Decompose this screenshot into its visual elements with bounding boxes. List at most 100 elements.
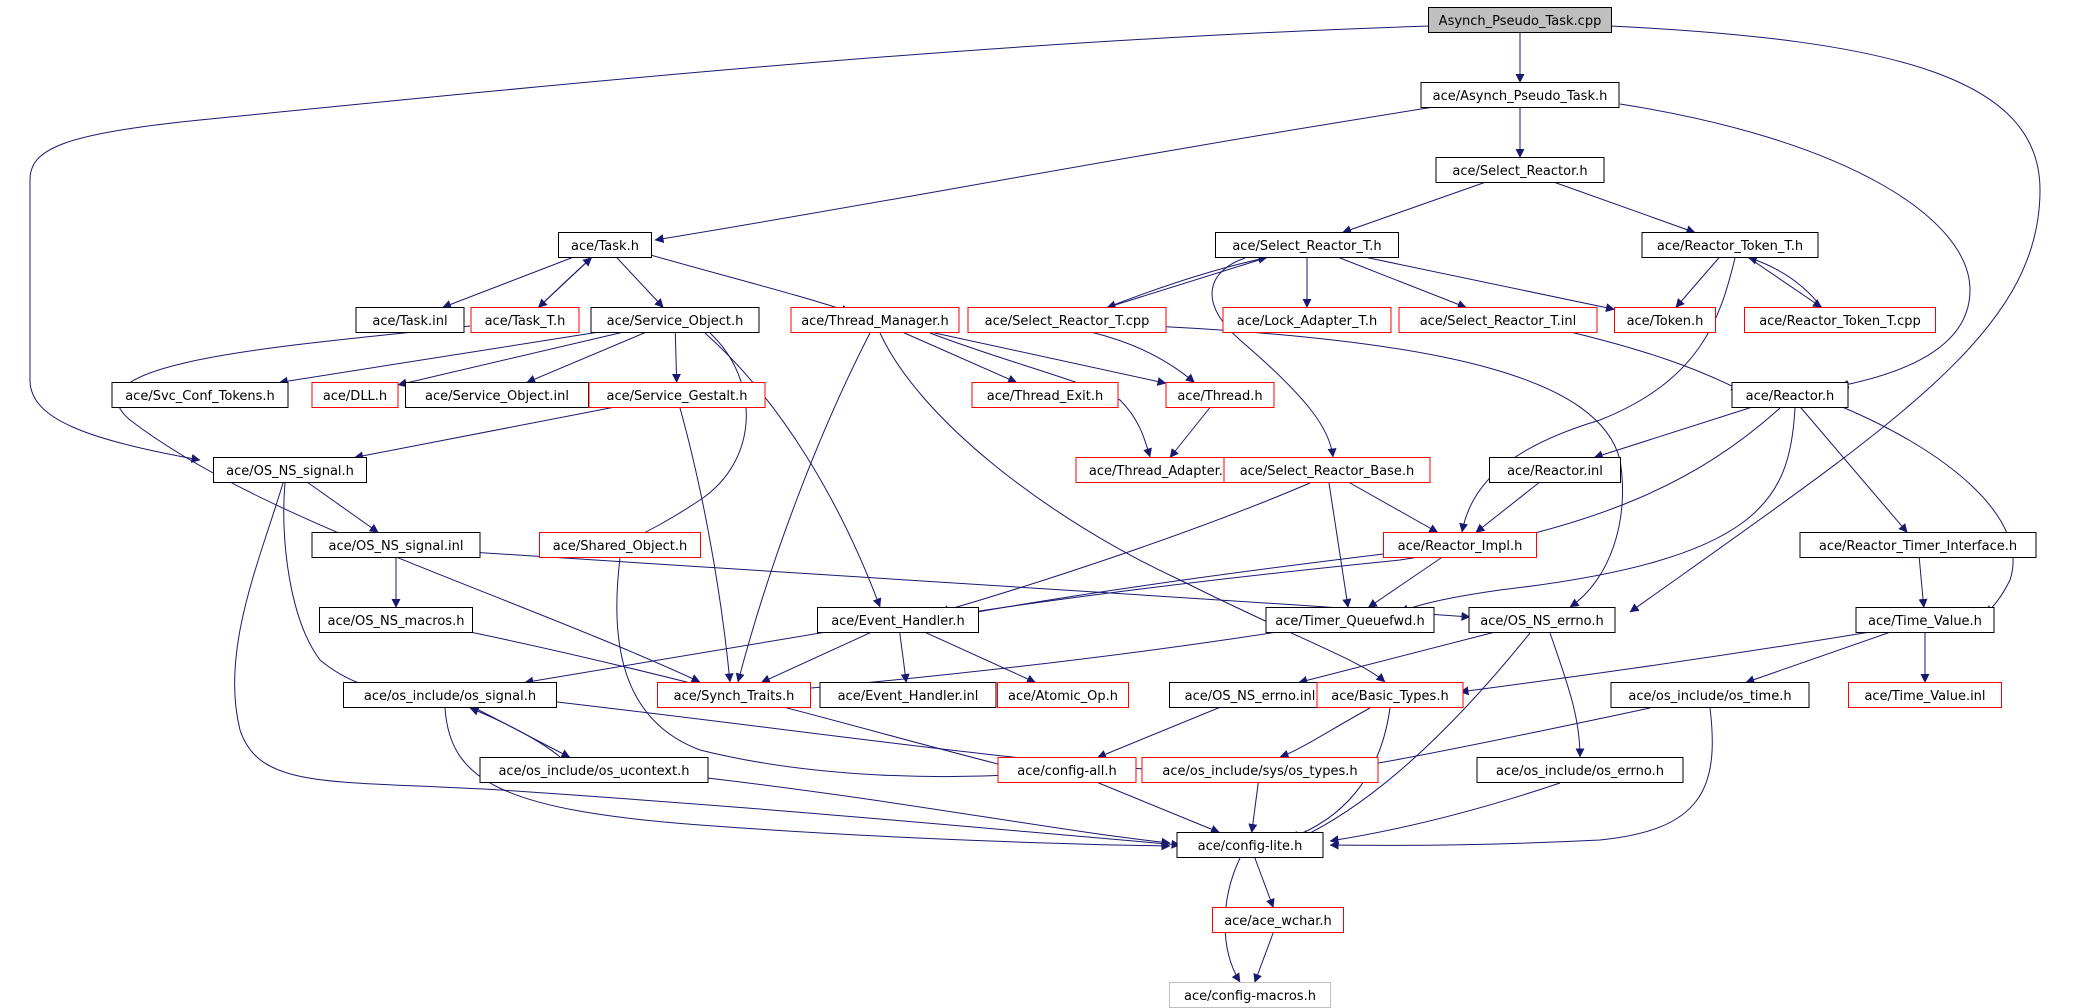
- node-service-gestalt-h[interactable]: ace/Service_Gestalt.h: [588, 382, 766, 408]
- node-root[interactable]: Asynch_Pseudo_Task.cpp: [1428, 7, 1612, 33]
- node-box: [967, 307, 1167, 333]
- node-token-h[interactable]: ace/Token.h: [1614, 307, 1716, 333]
- edge-select_reactor_t_cpp-to-select_reactor_t_h: [1106, 254, 1268, 308]
- node-select-reactor-t-h[interactable]: ace/Select_Reactor_T.h: [1215, 232, 1399, 258]
- edge-reactor_impl_h-to-event_handler_h: [959, 551, 1401, 618]
- edge-aptask_h-to-task_h: [654, 105, 1441, 244]
- node-os-signal-h[interactable]: ace/os_include/os_signal.h: [343, 682, 557, 708]
- node-thread-adapter-h[interactable]: ace/Thread_Adapter.h: [1075, 457, 1245, 483]
- node-config-lite-h[interactable]: ace/config-lite.h: [1176, 832, 1324, 858]
- node-task-inl[interactable]: ace/Task.inl: [355, 307, 465, 333]
- edge-service_object_h-to-service_gestalt_h: [671, 332, 681, 383]
- edge-thread_manager_h-to-thread_exit_h: [903, 332, 1018, 384]
- edge-os_ucontext_h-to-os_signal_h: [469, 706, 561, 758]
- edge-reactor_h-to-reactor_inl: [1593, 407, 1751, 460]
- node-label: ace/OS_NS_signal.inl: [328, 539, 463, 554]
- node-os-errno-h[interactable]: ace/os_include/os_errno.h: [1476, 757, 1684, 783]
- edge-select_reactor_t_inl-to-reactor_h: [1544, 325, 1741, 391]
- node-select-reactor-t-cpp[interactable]: ace/Select_Reactor_T.cpp: [967, 307, 1167, 333]
- edge-task_t_h-to-synch_traits_h: [117, 325, 701, 683]
- node-svc-conf-tokens-h[interactable]: ace/Svc_Conf_Tokens.h: [111, 382, 289, 408]
- node-task-h[interactable]: ace/Task.h: [558, 232, 652, 258]
- node-label: ace/Reactor.inl: [1507, 464, 1603, 479]
- edge-config_all_h-to-config_lite_h: [1097, 782, 1220, 834]
- node-thread-exit-h[interactable]: ace/Thread_Exit.h: [971, 382, 1119, 408]
- node-config-all-h[interactable]: ace/config-all.h: [997, 757, 1137, 783]
- node-box: [343, 682, 557, 708]
- node-os-ns-macros-h[interactable]: ace/OS_NS_macros.h: [319, 607, 473, 633]
- node-reactor-h[interactable]: ace/Reactor.h: [1731, 382, 1849, 408]
- node-ace-wchar-h[interactable]: ace/ace_wchar.h: [1212, 907, 1344, 933]
- node-select-reactor-base-h[interactable]: ace/Select_Reactor_Base.h: [1223, 457, 1431, 483]
- edge-service_object_h-to-event_handler_h: [704, 332, 882, 608]
- node-dll-h[interactable]: ace/DLL.h: [311, 382, 399, 408]
- node-os-ns-signal-inl[interactable]: ace/OS_NS_signal.inl: [311, 532, 481, 558]
- node-label: ace/Reactor.h: [1746, 389, 1835, 404]
- edge-task_h-to-task_inl: [442, 257, 573, 309]
- node-time-value-inl[interactable]: ace/Time_Value.inl: [1848, 682, 2002, 708]
- node-event-handler-inl[interactable]: ace/Event_Handler.inl: [819, 682, 997, 708]
- node-label: ace/Reactor_Impl.h: [1398, 539, 1523, 554]
- node-reactor-token-t-h[interactable]: ace/Reactor_Token_T.h: [1641, 232, 1819, 258]
- node-label: ace/Thread_Manager.h: [801, 314, 949, 329]
- node-label: ace/Select_Reactor_T.inl: [1420, 314, 1577, 329]
- node-shared-object-h[interactable]: ace/Shared_Object.h: [539, 532, 701, 558]
- edge-task_h-to-service_object_h: [616, 257, 664, 308]
- edge-event_handler_h-to-synch_traits_h: [760, 632, 871, 684]
- node-box: [1176, 832, 1324, 858]
- node-select-reactor-h[interactable]: ace/Select_Reactor.h: [1435, 157, 1605, 183]
- node-box: [1169, 982, 1331, 1008]
- edge-root-to-os_ns_signal_h: [29, 25, 1431, 463]
- edge-select_reactor_t_h-to-select_reactor_base_h: [1211, 257, 1337, 458]
- node-os-ns-signal-h[interactable]: ace/OS_NS_signal.h: [213, 457, 367, 483]
- edge-service_gestalt_h-to-os_ns_signal_h: [354, 407, 613, 461]
- node-aptask-h[interactable]: ace/Asynch_Pseudo_Task.h: [1420, 82, 1620, 108]
- node-label: ace/Basic_Types.h: [1331, 689, 1448, 704]
- edge-aptask_h-to-reactor_h: [1619, 103, 1971, 389]
- node-os-ns-errno-h[interactable]: ace/OS_NS_errno.h: [1468, 607, 1616, 633]
- node-time-value-h[interactable]: ace/Time_Value.h: [1855, 607, 1995, 633]
- node-select-reactor-t-inl[interactable]: ace/Select_Reactor_T.inl: [1398, 307, 1598, 333]
- node-label: ace/Service_Object.inl: [425, 389, 569, 404]
- node-os-ns-errno-inl[interactable]: ace/OS_NS_errno.inl: [1169, 682, 1331, 708]
- edge-os_signal_h-to-config_lite_h: [444, 707, 1171, 851]
- node-label: ace/Thread.h: [1177, 389, 1262, 404]
- edge-task_h-to-thread_manager_h: [639, 251, 851, 314]
- node-task-t-h[interactable]: ace/Task_T.h: [470, 307, 580, 333]
- node-box: [111, 382, 289, 408]
- node-thread-manager-h[interactable]: ace/Thread_Manager.h: [790, 307, 960, 333]
- node-sys-os-types-h[interactable]: ace/os_include/sys/os_types.h: [1141, 757, 1379, 783]
- node-os-ucontext-h[interactable]: ace/os_include/os_ucontext.h: [479, 757, 709, 783]
- node-thread-h[interactable]: ace/Thread.h: [1165, 382, 1275, 408]
- node-atomic-op-h[interactable]: ace/Atomic_Op.h: [997, 682, 1129, 708]
- node-box: [1223, 457, 1431, 483]
- edge-time_value_h-to-basic_types_h: [1459, 631, 1871, 696]
- node-os-time-h[interactable]: ace/os_include/os_time.h: [1610, 682, 1810, 708]
- node-label: ace/Task.h: [571, 239, 639, 254]
- node-label: ace/Token.h: [1627, 314, 1704, 329]
- edge-sys_os_types_h-to-config_lite_h: [1248, 782, 1259, 833]
- edge-config_lite_h-to-ace_wchar_h: [1254, 857, 1275, 908]
- node-event-handler-h[interactable]: ace/Event_Handler.h: [817, 607, 979, 633]
- node-lock-adapter-t-h[interactable]: ace/Lock_Adapter_T.h: [1222, 307, 1392, 333]
- node-box: [1476, 757, 1684, 783]
- node-timer-queuefwd-h[interactable]: ace/Timer_Queuefwd.h: [1265, 607, 1435, 633]
- node-reactor-inl[interactable]: ace/Reactor.inl: [1489, 457, 1621, 483]
- node-reactor-timer-interface-h[interactable]: ace/Reactor_Timer_Interface.h: [1799, 532, 2037, 558]
- node-service-object-h[interactable]: ace/Service_Object.h: [590, 307, 760, 333]
- node-box: [405, 382, 589, 408]
- node-config-macros-h[interactable]: ace/config-macros.h: [1169, 982, 1331, 1008]
- edge-select_reactor_h-to-reactor_token_t_h: [1554, 182, 1696, 234]
- node-reactor-impl-h[interactable]: ace/Reactor_Impl.h: [1383, 532, 1537, 558]
- node-box: [1435, 157, 1605, 183]
- node-label: ace/config-lite.h: [1198, 839, 1303, 854]
- node-label: Asynch_Pseudo_Task.cpp: [1439, 14, 1602, 29]
- edge-reactor_h-to-reactor_timer_interface_h: [1800, 407, 1908, 533]
- edge-root-to-os_ns_errno_h: [1609, 25, 2041, 613]
- node-reactor-token-t-cpp[interactable]: ace/Reactor_Token_T.cpp: [1744, 307, 1936, 333]
- node-synch-traits-h[interactable]: ace/Synch_Traits.h: [657, 682, 811, 708]
- edge-reactor_h-to-event_handler_h: [959, 407, 1781, 618]
- node-service-object-inl[interactable]: ace/Service_Object.inl: [405, 382, 589, 408]
- node-basic-types-h[interactable]: ace/Basic_Types.h: [1316, 682, 1464, 708]
- edge-service_gestalt_h-to-synch_traits_h: [679, 407, 734, 683]
